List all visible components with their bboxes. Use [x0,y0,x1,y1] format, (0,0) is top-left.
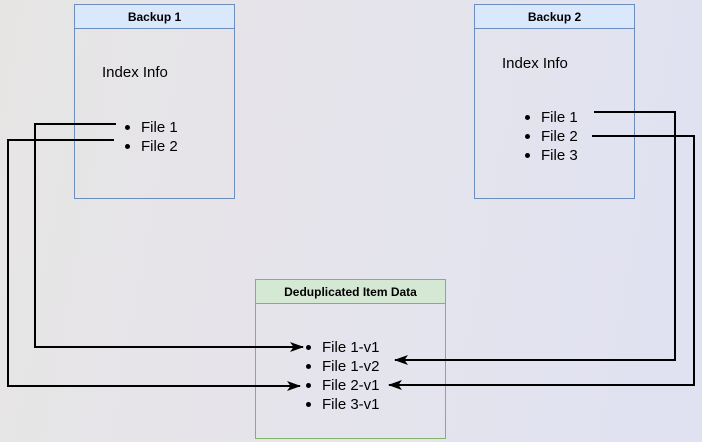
item-label: File 2-v1 [322,377,380,394]
file-label: File 1 [141,119,178,136]
bullet-icon [525,153,530,158]
bullet-icon [306,402,311,407]
bullet-icon [306,345,311,350]
list-item: File 2 [475,127,634,146]
backup2-title: Backup 2 [475,5,634,29]
backup1-file-list: File 1 File 2 [75,118,234,156]
backup1-title: Backup 1 [75,5,234,29]
dedup-box: Deduplicated Item Data File 1-v1 File 1-… [255,279,446,439]
bullet-icon [125,144,130,149]
bullet-icon [525,134,530,139]
dedup-item-list: File 1-v1 File 1-v2 File 2-v1 File 3-v1 [256,338,445,414]
bullet-icon [306,383,311,388]
bullet-icon [525,115,530,120]
file-label: File 2 [141,138,178,155]
bullet-icon [125,125,130,130]
list-item: File 1 [75,118,234,137]
file-label: File 3 [541,147,578,164]
backup2-file-list: File 1 File 2 File 3 [475,108,634,165]
list-item: File 3 [475,146,634,165]
list-item: File 1 [475,108,634,127]
list-item: File 1-v2 [256,357,445,376]
item-label: File 3-v1 [322,396,380,413]
list-item: File 1-v1 [256,338,445,357]
bullet-icon [306,364,311,369]
backup2-subtitle: Index Info [502,55,568,72]
backup1-box: Backup 1 Index Info File 1 File 2 [74,4,235,199]
item-label: File 1-v1 [322,339,380,356]
backup2-box: Backup 2 Index Info File 1 File 2 File 3 [474,4,635,199]
list-item: File 2 [75,137,234,156]
item-label: File 1-v2 [322,358,380,375]
file-label: File 2 [541,128,578,145]
list-item: File 3-v1 [256,395,445,414]
backup1-subtitle: Index Info [102,64,168,81]
dedup-title: Deduplicated Item Data [256,280,445,304]
list-item: File 2-v1 [256,376,445,395]
file-label: File 1 [541,109,578,126]
